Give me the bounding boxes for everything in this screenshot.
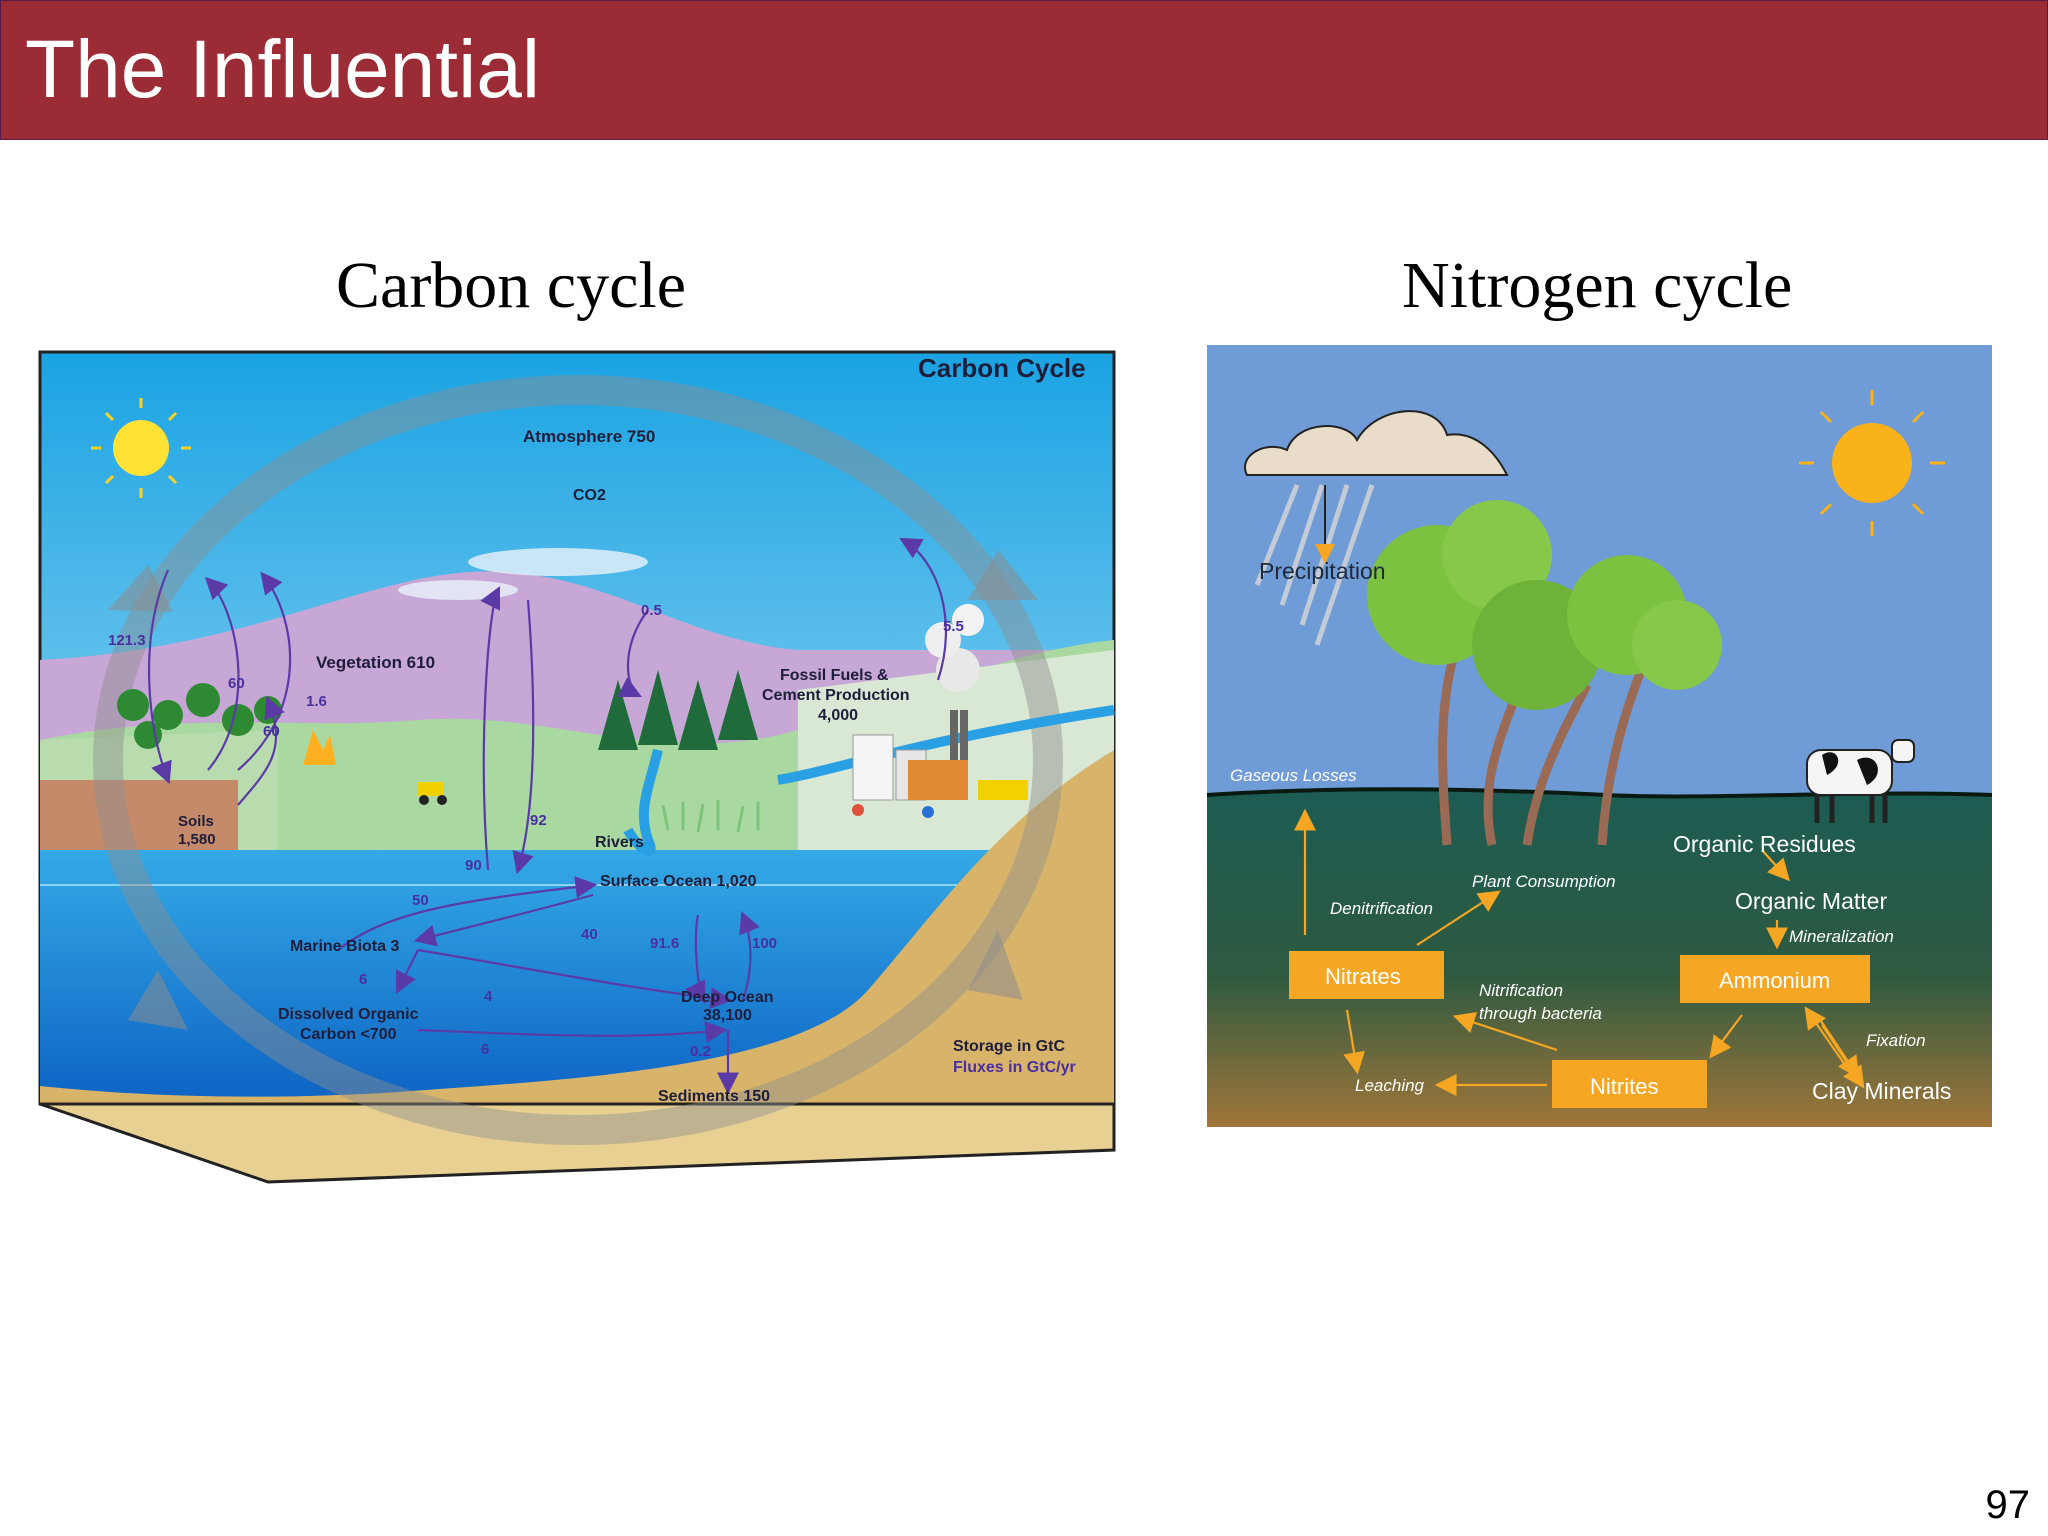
carbon-cycle-diagram: Carbon Cycle Atmosphere 750 CO2 Vegetati… (38, 350, 1118, 1186)
nitrification-label-1: Nitrification (1479, 981, 1563, 1000)
denitrification-label: Denitrification (1330, 899, 1433, 918)
slide-title: The Influential (25, 23, 540, 117)
gaseous-losses-label: Gaseous Losses (1230, 766, 1357, 785)
deep-ocean-label-1: Deep Ocean (681, 989, 773, 1006)
flux-6-b: 6 (481, 1041, 489, 1058)
flux-60-a: 60 (228, 675, 245, 692)
nitrates-label: Nitrates (1325, 964, 1401, 989)
fixation-label: Fixation (1866, 1031, 1926, 1050)
plant-consumption-label: Plant Consumption (1472, 872, 1616, 891)
surface-ocean-label: Surface Ocean 1,020 (600, 873, 757, 890)
flux-50: 50 (412, 892, 429, 909)
clay-minerals-label: Clay Minerals (1812, 1078, 1951, 1104)
nitrites-label: Nitrites (1590, 1074, 1658, 1099)
mineralization-label: Mineralization (1789, 927, 1894, 946)
doc-label-2: Carbon <700 (300, 1026, 397, 1043)
leaching-label: Leaching (1355, 1076, 1425, 1095)
nitrification-label-2: through bacteria (1479, 1004, 1602, 1023)
nitrogen-cycle-heading: Nitrogen cycle (1402, 248, 1792, 324)
flux-1-6: 1.6 (306, 693, 327, 710)
flux-4: 4 (484, 988, 493, 1005)
deep-ocean-label-2: 38,100 (703, 1007, 752, 1024)
nitrogen-cycle-diagram: Precipitation Gaseous Losses Organic Res… (1207, 345, 1992, 1127)
flux-6-a: 6 (359, 971, 367, 988)
co2-label: CO2 (573, 487, 606, 504)
marine-biota-label: Marine Biota 3 (290, 938, 399, 955)
flux-0-5: 0.5 (641, 602, 662, 619)
sun-icon (1832, 423, 1912, 503)
flux-121-3: 121.3 (108, 632, 146, 649)
soils-label: Soils (178, 813, 214, 830)
organic-matter-label: Organic Matter (1735, 888, 1887, 914)
legend-flux: Fluxes in GtC/yr (953, 1059, 1076, 1076)
flux-91-6: 91.6 (650, 935, 679, 952)
ammonium-label: Ammonium (1719, 968, 1830, 993)
soils-value: 1,580 (178, 831, 216, 848)
atmosphere-label: Atmosphere 750 (523, 427, 655, 446)
vegetation-label: Vegetation 610 (316, 653, 435, 672)
organic-residues-label: Organic Residues (1673, 831, 1856, 857)
legend-storage: Storage in GtC (953, 1038, 1065, 1055)
flux-5-5: 5.5 (943, 618, 964, 635)
page-number: 97 (1986, 1483, 2031, 1528)
precipitation-label: Precipitation (1259, 558, 1386, 584)
fossil-label-3: 4,000 (818, 707, 858, 724)
flux-0-2: 0.2 (690, 1043, 711, 1060)
sun-icon (113, 420, 169, 476)
flux-92: 92 (530, 812, 547, 829)
doc-label-1: Dissolved Organic (278, 1006, 419, 1023)
carbon-panel-title: Carbon Cycle (918, 353, 1086, 383)
fossil-label-1: Fossil Fuels & (780, 667, 889, 684)
carbon-cycle-heading: Carbon cycle (336, 248, 686, 324)
flux-90: 90 (465, 857, 482, 874)
fossil-label-2: Cement Production (762, 687, 910, 704)
flux-40: 40 (581, 926, 598, 943)
flux-100: 100 (752, 935, 777, 952)
rivers-label: Rivers (595, 834, 644, 851)
flux-60-b: 60 (263, 723, 280, 740)
sediments-label: Sediments 150 (658, 1088, 770, 1105)
title-bar: The Influential (0, 0, 2048, 140)
